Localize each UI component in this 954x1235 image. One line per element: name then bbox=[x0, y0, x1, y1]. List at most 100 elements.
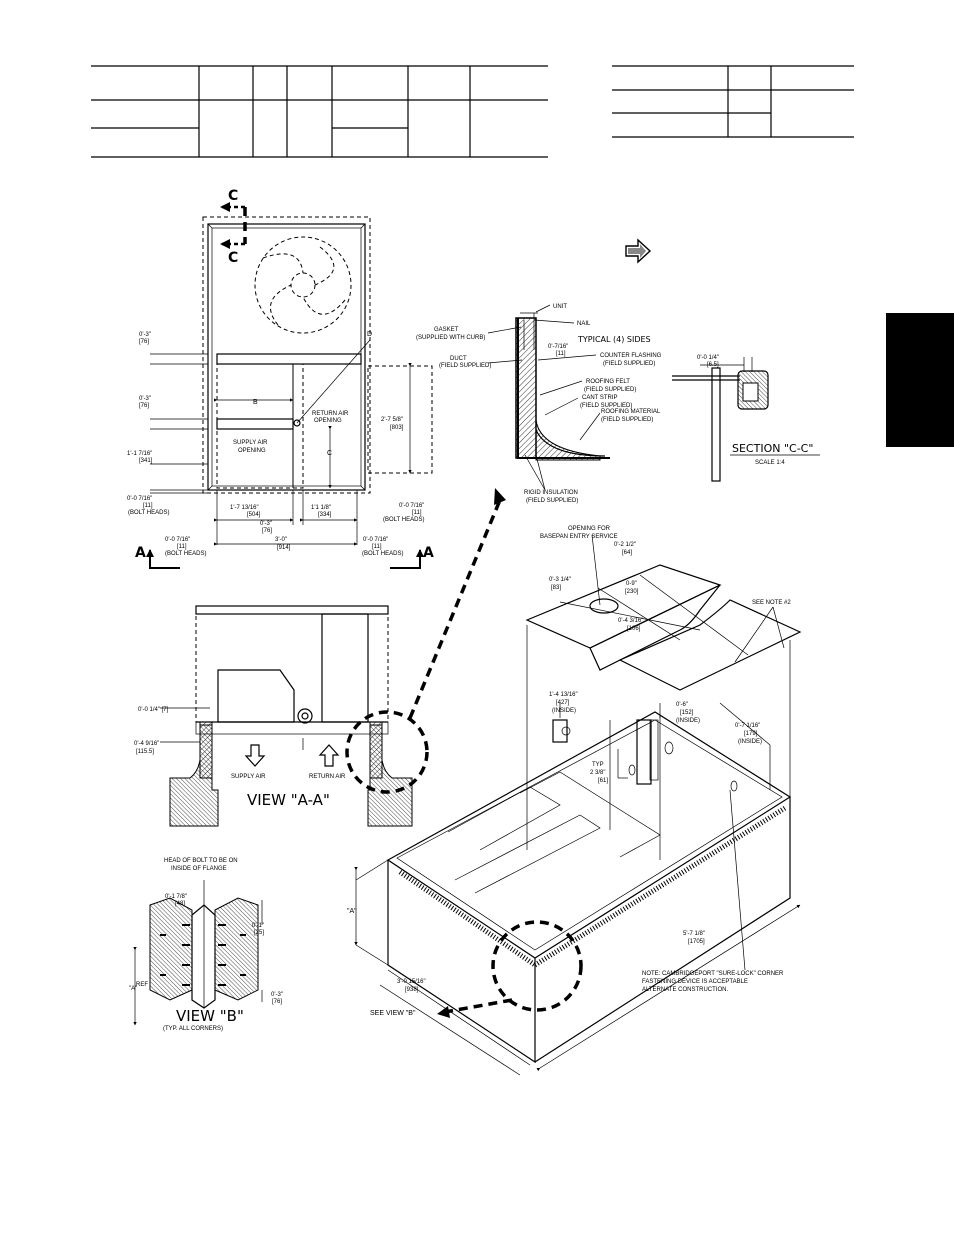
section-a-right: A bbox=[423, 545, 434, 561]
iso-d4: 0'-4 3/16" bbox=[618, 618, 643, 624]
gasket-sub-label: (SUPPLIED WITH CURB) bbox=[416, 335, 485, 341]
section-a-left: A bbox=[135, 545, 146, 561]
iso-d10-mm: [1705] bbox=[688, 939, 705, 945]
see-view-b-label: SEE VIEW "B" bbox=[370, 1010, 416, 1017]
left-table bbox=[91, 65, 548, 158]
iso-d1-mm: [64] bbox=[622, 550, 632, 556]
iso-d3-mm: [230] bbox=[625, 589, 639, 595]
dim-2-7-5-8: 2'-7 5/8" bbox=[381, 417, 403, 423]
section-tab bbox=[886, 313, 954, 447]
iso-d9-mm: [938] bbox=[405, 987, 419, 993]
section-cc-scale: SCALE 1:4 bbox=[755, 460, 785, 466]
section-cc: 0'-0 1/4" [6.5] SECTION "C-C" SCALE 1:4 bbox=[672, 355, 820, 482]
view-b-dim1-mm: [48] bbox=[175, 901, 185, 907]
arrow-right-icon bbox=[625, 238, 652, 264]
cant-strip-sub-label: (FIELD SUPPLIED) bbox=[580, 403, 632, 409]
iso-d6-inside: (INSIDE) bbox=[676, 718, 700, 724]
dim-bolt-br-mm: [11] bbox=[372, 544, 382, 550]
counter-flashing-sub-label: (FIELD SUPPLIED) bbox=[603, 361, 655, 367]
iso-d6: 0'-6" bbox=[676, 702, 688, 708]
view-b-dim2-mm: [25] bbox=[254, 930, 264, 936]
dim-3-0: 3'-0" bbox=[275, 537, 287, 543]
cc-dim-mm: [6.5] bbox=[707, 362, 719, 368]
dim-bolt-left: 0'-0 7/16" bbox=[127, 496, 152, 502]
typical-sides-label: TYPICAL (4) SIDES bbox=[577, 335, 651, 344]
flash-dim: 0'-7/16" bbox=[548, 344, 568, 350]
dim-top-3in: 0'-3" bbox=[139, 332, 151, 338]
dim-mid-0-3: 0'-3" bbox=[260, 521, 272, 527]
aa-dim1: 0'-0 1/4" [7] bbox=[138, 707, 169, 713]
dim-bolt-br: 0'-0 7/16" bbox=[363, 537, 388, 543]
roofing-felt-label: ROOFING FELT bbox=[586, 379, 630, 385]
cc-dim: 0'-0 1/4" bbox=[697, 355, 719, 361]
dim-bolt-bl-mm: [11] bbox=[177, 544, 187, 550]
iso-d6-mm: [152] bbox=[680, 710, 694, 716]
opening-sub-label: BASEPAN ENTRY SERVICE bbox=[540, 534, 618, 540]
dim-1-7-13-16-mm: [504] bbox=[247, 512, 261, 518]
detail-callout-line bbox=[408, 499, 502, 719]
duct-sub-label: (FIELD SUPPLIED) bbox=[439, 363, 491, 369]
dim-bolt-bl: 0'-0 7/16" bbox=[165, 537, 190, 543]
view-aa: 0'-0 1/4" [7] 0'-4 9/16" [115.5] SUPPLY … bbox=[134, 605, 413, 827]
return-air-opening-label: OPENING bbox=[314, 418, 342, 424]
iso-d10: 5'-7 1/8" bbox=[683, 931, 705, 937]
see-note-label: SEE NOTE #2 bbox=[752, 600, 791, 606]
dim-bolt-right: 0'-0 7/16" bbox=[399, 503, 424, 509]
aa-dim2-mm: [115.5] bbox=[136, 749, 154, 755]
detail-callout-circle bbox=[345, 710, 429, 794]
bolt-heads-bl: (BOLT HEADS) bbox=[165, 551, 206, 557]
iso-d9: 3'-0 15/16" bbox=[397, 979, 426, 985]
roofing-felt-sub-label: (FIELD SUPPLIED) bbox=[584, 387, 636, 393]
iso-curb: OPENING FOR BASEPAN ENTRY SERVICE 0'-2 1… bbox=[347, 526, 802, 1076]
view-b-head-sub-label: INSIDE OF FLANGE bbox=[171, 866, 227, 872]
iso-d3: 0-9" bbox=[626, 581, 637, 587]
dim-bolt-left-mm: [11] bbox=[143, 503, 153, 509]
iso-d7: 0'-7 1/16" bbox=[735, 723, 760, 729]
bolt-heads-right: (BOLT HEADS) bbox=[383, 517, 424, 523]
aa-dim2: 0'-4 9/16" bbox=[134, 741, 159, 747]
label-d: D bbox=[367, 331, 372, 338]
iso-d7-mm: [179] bbox=[744, 731, 758, 737]
dim-mid-0-3-mm: [76] bbox=[262, 528, 272, 534]
label-b: B bbox=[253, 399, 258, 406]
view-aa-title: VIEW "A-A" bbox=[247, 791, 330, 809]
iso-d5-inside: (INSIDE) bbox=[552, 708, 576, 714]
gasket-label: GASKET bbox=[434, 327, 459, 333]
view-b: HEAD OF BOLT TO BE ON INSIDE OF FLANGE 0… bbox=[129, 858, 283, 1032]
dim-1-1-1-8: 1'1 1/8" bbox=[311, 505, 331, 511]
aa-supply-air: SUPPLY AIR bbox=[231, 774, 266, 780]
iso-d2-mm: [83] bbox=[551, 585, 561, 591]
dim-top-3in-mm: [76] bbox=[139, 339, 149, 345]
opening-label: OPENING FOR bbox=[568, 526, 611, 532]
dim-1-1-1-8-mm: [334] bbox=[318, 512, 332, 518]
iso-d7-inside: (INSIDE) bbox=[738, 739, 762, 745]
iso-a-label: "A" bbox=[347, 908, 357, 915]
flashing-detail: UNIT NAIL GASKET (SUPPLIED WITH CURB) TY… bbox=[416, 304, 662, 504]
iso-d5-mm: [427] bbox=[556, 700, 570, 706]
iso-d1: 0'-2 1/2" bbox=[614, 542, 636, 548]
view-b-dim1: 0'-1 7/8" bbox=[165, 894, 187, 900]
dim-3-0-mm: [914] bbox=[277, 545, 291, 551]
iso-d5: 1'-4 13/16" bbox=[549, 692, 578, 698]
note-line-2: FASTENING DEVICE IS ACCEPTABLE bbox=[642, 979, 748, 985]
rigid-insulation-sub-label: (FIELD SUPPLIED) bbox=[526, 498, 578, 504]
view-b-dim3-mm: [76] bbox=[272, 999, 282, 1005]
dim-1-1-7-16-mm: [341] bbox=[139, 458, 153, 464]
section-c-marker-bottom: C bbox=[228, 250, 238, 266]
iso-d8-mm: [61] bbox=[598, 778, 608, 784]
view-b-head-label: HEAD OF BOLT TO BE ON bbox=[164, 858, 238, 864]
dim-mid-3in: 0'-3" bbox=[139, 396, 151, 402]
duct-label: DUCT bbox=[450, 356, 467, 362]
iso-typ: TYP bbox=[592, 762, 604, 768]
roofing-material-label: ROOFING MATERIAL bbox=[601, 409, 661, 415]
supply-air-opening-label: OPENING bbox=[238, 448, 266, 454]
note-line-1: NOTE: CAMBRIDGEPORT "SURE-LOCK" CORNER bbox=[642, 971, 784, 977]
flash-dim-mm: [11] bbox=[556, 351, 566, 357]
view-b-title: VIEW "B" bbox=[176, 1007, 244, 1025]
dim-1-7-13-16: 1'-7 13/16" bbox=[230, 505, 259, 511]
bolt-heads-br: (BOLT HEADS) bbox=[362, 551, 403, 557]
view-b-ref: REF bbox=[136, 982, 148, 988]
return-air-label: RETURN AIR bbox=[312, 411, 349, 417]
iso-d2: 0'-3 1/4" bbox=[549, 577, 571, 583]
bolt-heads-left: (BOLT HEADS) bbox=[128, 510, 169, 516]
